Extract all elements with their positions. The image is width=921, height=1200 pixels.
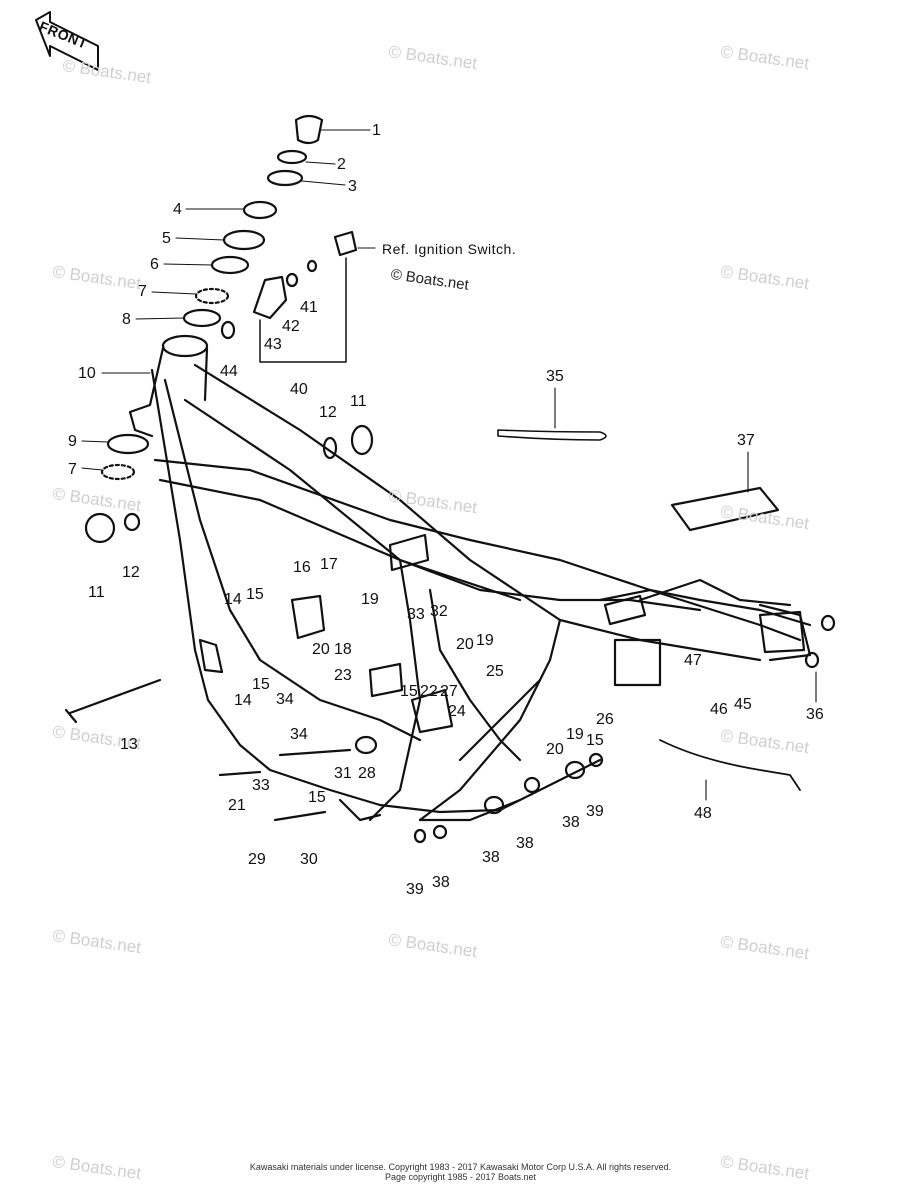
ignition-bracket-parts [220,230,358,363]
part-label: 12 [319,404,337,421]
part-label: 4 [173,201,182,218]
part-label: 6 [150,256,159,273]
part-label: 38 [482,849,500,866]
part-label: 11 [88,584,105,601]
part-label: 36 [806,706,824,723]
ignition-switch-ref-note: Ref. Ignition Switch. [382,241,517,257]
part-label: 31 [334,765,352,782]
part-label: 38 [432,874,450,891]
part-label: 21 [228,797,246,814]
part-label: 42 [282,318,300,335]
part-label: 22 [420,683,438,700]
part-label: 46 [710,701,728,718]
part-label: 29 [248,851,266,868]
part-label: 20 [546,741,564,758]
part-label: 26 [596,711,614,728]
part-label: 47 [684,652,702,669]
part-label: 24 [448,703,466,720]
copyright-line: Kawasaki materials under license. Copyri… [249,1162,672,1172]
part-label: 38 [562,814,580,831]
part-label: 2 [337,156,346,173]
part-label: 16 [293,559,311,576]
part-label: 15 [586,732,604,749]
part-label: 18 [334,641,352,658]
part-label: 25 [486,663,504,680]
part-label: 7 [68,461,77,478]
part-label: 17 [320,556,338,573]
leader-lines [81,129,817,801]
part-label: 12 [122,564,140,581]
part-label: 5 [162,230,171,247]
part-label: 15 [252,676,270,693]
part-label: 34 [276,691,294,708]
part-label: 32 [430,603,448,620]
part-label: 30 [300,851,318,868]
part-label: 45 [734,696,752,713]
part-label: 15 [400,683,418,700]
part-label: 48 [694,805,712,822]
part-label: 41 [300,299,318,316]
part-label: 37 [737,432,755,449]
hardware-parts [64,424,836,844]
part-label: 10 [78,365,96,382]
part-label: 11 [350,393,367,410]
steering-stem-parts [182,114,324,328]
part-label: 33 [252,777,270,794]
part-label: 20 [312,641,330,658]
part-label: 44 [220,363,238,380]
part-label: 28 [358,765,376,782]
part-label: 35 [546,368,564,385]
part-label: 15 [246,586,264,603]
part-label: 14 [234,692,252,709]
part-label: 23 [334,667,352,684]
part-label: 34 [290,726,308,743]
part-label: 7 [138,283,147,300]
main-frame [128,334,812,822]
part-label: 13 [120,736,138,753]
part-label: 39 [586,803,604,820]
part-label: 20 [456,636,474,653]
part-label: 38 [516,835,534,852]
part-label: 19 [566,726,584,743]
part-label: 3 [348,178,357,195]
part-label: 39 [406,881,424,898]
part-label: 9 [68,433,77,450]
part-label: 15 [308,789,326,806]
part-label: 27 [440,683,458,700]
part-label: 19 [361,591,379,608]
part-label: 19 [476,632,494,649]
copyright-line: Page copyright 1985 - 2017 Boats.net [384,1172,537,1182]
part-label: 43 [264,336,282,353]
part-label: 14 [224,591,242,608]
part-label: 40 [290,381,308,398]
part-label: 1 [372,122,381,139]
part-label: 33 [407,606,425,623]
front-arrow-icon [35,11,99,71]
part-label: 8 [122,311,131,328]
